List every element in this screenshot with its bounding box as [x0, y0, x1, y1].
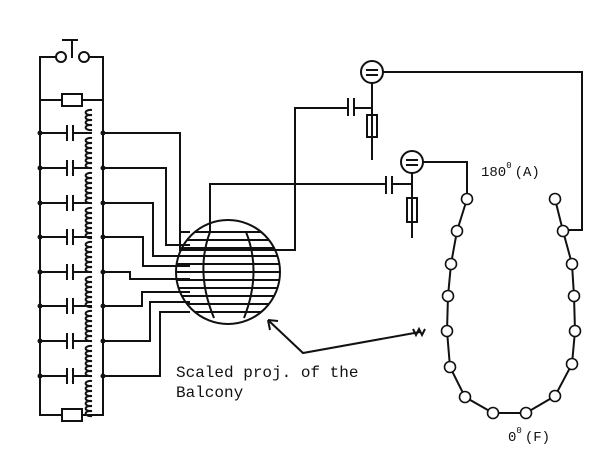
- amplifier-tube-2: [209, 150, 468, 238]
- coil-icon: [84, 108, 93, 132]
- loudspeaker-node: [444, 257, 458, 271]
- capacitor-icon: [40, 125, 92, 141]
- pointer-arrow: [267, 319, 426, 355]
- capacitor-icon: [40, 368, 92, 384]
- switch-icon: [39, 39, 104, 108]
- loudspeaker-node: [441, 289, 455, 303]
- coil-icon: [84, 136, 93, 170]
- loudspeaker-node: [486, 406, 500, 420]
- coil-icon: [84, 275, 93, 309]
- junction-dot: [37, 269, 43, 275]
- coil-icon: [84, 206, 93, 240]
- balcony-label-line1: Scaled proj. of the: [176, 364, 358, 382]
- junction-dot: [37, 130, 43, 136]
- signal-wire: [103, 311, 190, 377]
- capacitor-icon: [40, 195, 92, 211]
- coil-icon: [84, 344, 93, 378]
- capacitor-icon: [40, 160, 92, 176]
- signal-wire: [103, 202, 190, 257]
- loudspeaker-node: [548, 192, 562, 206]
- ladder-network: [37, 93, 190, 422]
- loudspeaker-node: [440, 324, 454, 338]
- angle-0-label: 00(F): [508, 426, 550, 446]
- junction-dot: [37, 165, 43, 171]
- speaker-loop: [440, 192, 582, 420]
- loudspeaker-node: [458, 390, 472, 404]
- loudspeaker-node: [460, 192, 474, 206]
- signal-wire: [103, 236, 190, 267]
- signal-wire: [103, 301, 190, 342]
- angle-180-label: 1800(A): [481, 161, 540, 181]
- balcony-arc: [243, 231, 255, 319]
- loudspeaker-node: [548, 389, 562, 403]
- loudspeaker-node: [556, 224, 570, 238]
- capacitor-icon: [40, 229, 92, 245]
- loudspeaker-node: [519, 406, 533, 420]
- coil-icon: [84, 379, 93, 418]
- balcony-arc: [202, 231, 215, 319]
- capacitor-icon: [40, 298, 92, 314]
- loudspeaker-node: [568, 324, 582, 338]
- loudspeaker-node: [443, 360, 457, 374]
- resistor-bottom-icon: [61, 408, 83, 422]
- balcony-projection: [175, 219, 281, 325]
- junction-dot: [37, 303, 43, 309]
- capacitor-icon: [40, 264, 92, 280]
- coil-icon: [84, 309, 93, 343]
- resistor-top-icon: [61, 93, 83, 107]
- coil-icon: [84, 171, 93, 205]
- signal-wire: [103, 271, 190, 280]
- signal-wire: [103, 291, 190, 307]
- ladder-rails: [39, 100, 104, 416]
- signal-wire: [103, 167, 190, 246]
- balcony-label-line2: Balcony: [176, 384, 244, 402]
- signal-wire: [103, 132, 190, 233]
- loudspeaker-node: [450, 224, 464, 238]
- junction-dot: [37, 373, 43, 379]
- loudspeaker-node: [565, 257, 579, 271]
- coil-icon: [84, 240, 93, 274]
- junction-dot: [37, 200, 43, 206]
- loudspeaker-node: [567, 289, 581, 303]
- junction-dot: [37, 234, 43, 240]
- capacitor-icon: [40, 333, 92, 349]
- loudspeaker-node: [565, 357, 579, 371]
- amplifier-tube-1: [179, 60, 583, 251]
- junction-dot: [37, 338, 43, 344]
